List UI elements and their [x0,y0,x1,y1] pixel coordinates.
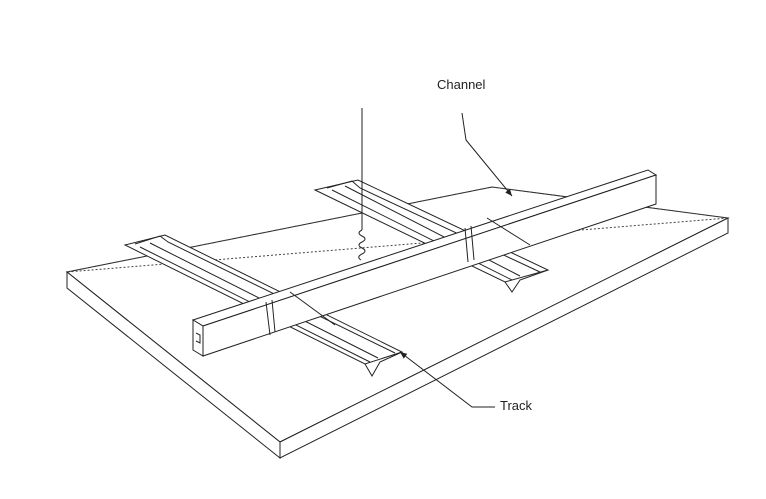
channel-clip-back [464,217,531,263]
channel-leader-arrow [461,112,513,197]
gypsum-board [65,186,730,460]
channel-label: Channel [437,77,486,92]
track-label: Track [500,398,533,413]
track-leader-arrow [399,351,495,408]
channel-clip-front [265,291,336,336]
